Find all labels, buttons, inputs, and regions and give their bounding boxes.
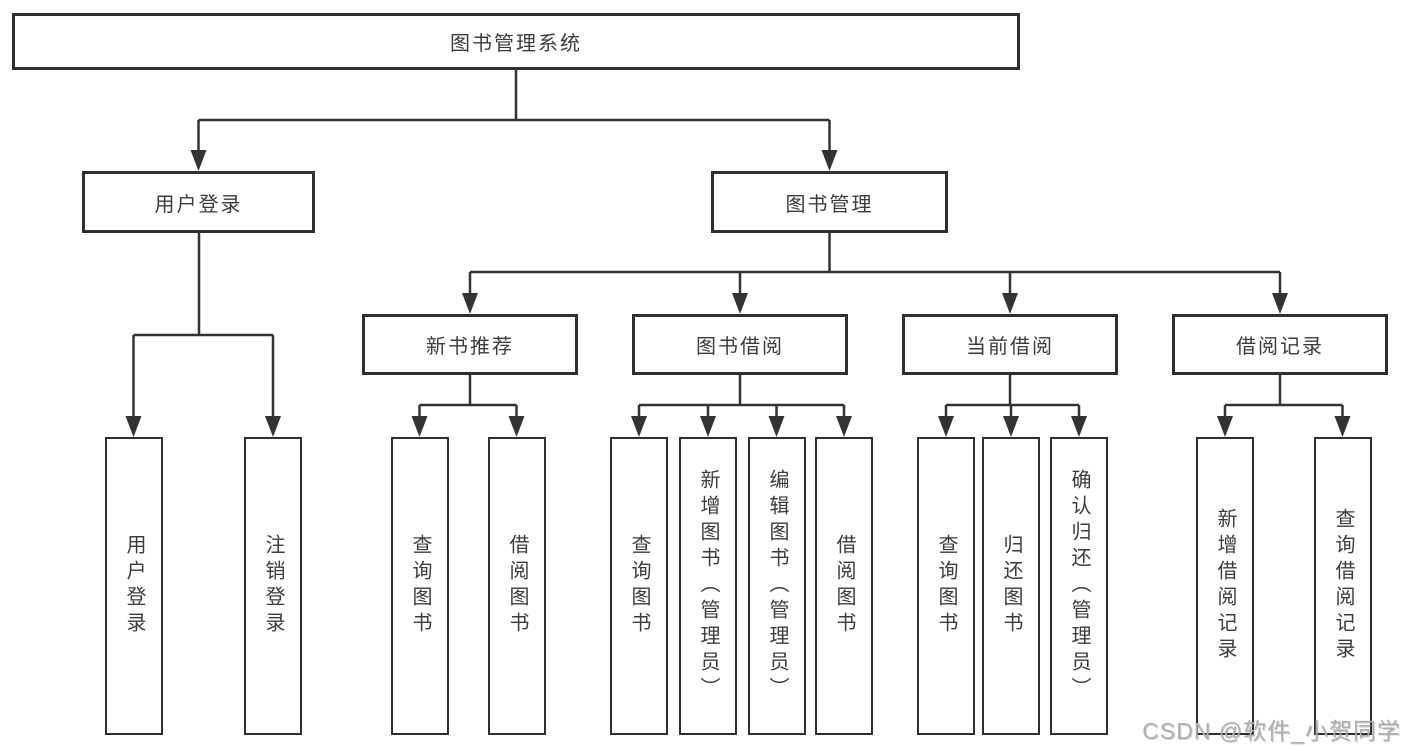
node-label: 借阅图书: [833, 534, 855, 638]
leaf-return-books: 归还图书: [982, 437, 1040, 735]
leaf-borrow-books-borrowing: 借阅图书: [815, 437, 873, 735]
leaf-edit-book-admin: 编辑图书（管理员）: [748, 437, 806, 735]
node-new-book-recommendation: 新书推荐: [362, 314, 578, 375]
node-library-management-system: 图书管理系统: [12, 13, 1020, 70]
leaf-query-books-current: 查询图书: [917, 437, 975, 735]
node-label: 确认归还（管理员）: [1068, 469, 1090, 703]
node-label: 注销登录: [262, 534, 284, 638]
node-label: 新增借阅记录: [1214, 508, 1236, 664]
node-label: 归还图书: [1000, 534, 1022, 638]
node-label: 查询图书: [409, 534, 431, 638]
node-label: 图书借阅: [696, 336, 784, 358]
leaf-query-books-recommend: 查询图书: [391, 437, 449, 735]
node-label: 用户登录: [123, 534, 145, 638]
node-label: 编辑图书（管理员）: [766, 469, 788, 703]
leaf-add-borrow-record: 新增借阅记录: [1196, 437, 1254, 735]
node-label: 借阅图书: [506, 534, 528, 638]
node-label: 新书推荐: [426, 336, 514, 358]
node-book-borrowing: 图书借阅: [632, 314, 848, 375]
node-label: 借阅记录: [1236, 336, 1324, 358]
leaf-query-books-borrowing: 查询图书: [610, 437, 668, 735]
node-book-management-module: 图书管理: [711, 171, 948, 233]
leaf-user-login: 用户登录: [105, 437, 163, 735]
node-label: 图书管理: [785, 193, 874, 216]
leaf-borrow-books-recommend: 借阅图书: [488, 437, 546, 735]
node-user-login-module: 用户登录: [82, 171, 315, 233]
node-label: 当前借阅: [966, 336, 1054, 358]
node-borrowing-records: 借阅记录: [1172, 314, 1388, 375]
node-label: 新增图书（管理员）: [697, 469, 719, 703]
node-label: 查询借阅记录: [1332, 508, 1354, 664]
node-current-borrowing: 当前借阅: [902, 314, 1118, 375]
node-label: 图书管理系统: [450, 33, 582, 55]
csdn-watermark: CSDN @软件_小贺同学: [1142, 718, 1401, 744]
leaf-add-book-admin: 新增图书（管理员）: [679, 437, 737, 735]
leaf-logout: 注销登录: [244, 437, 302, 735]
leaf-query-borrow-record: 查询借阅记录: [1314, 437, 1372, 735]
node-label: 查询图书: [628, 534, 650, 638]
leaf-confirm-return-admin: 确认归还（管理员）: [1050, 437, 1108, 735]
node-label: 用户登录: [154, 193, 243, 216]
node-label: 查询图书: [935, 534, 957, 638]
